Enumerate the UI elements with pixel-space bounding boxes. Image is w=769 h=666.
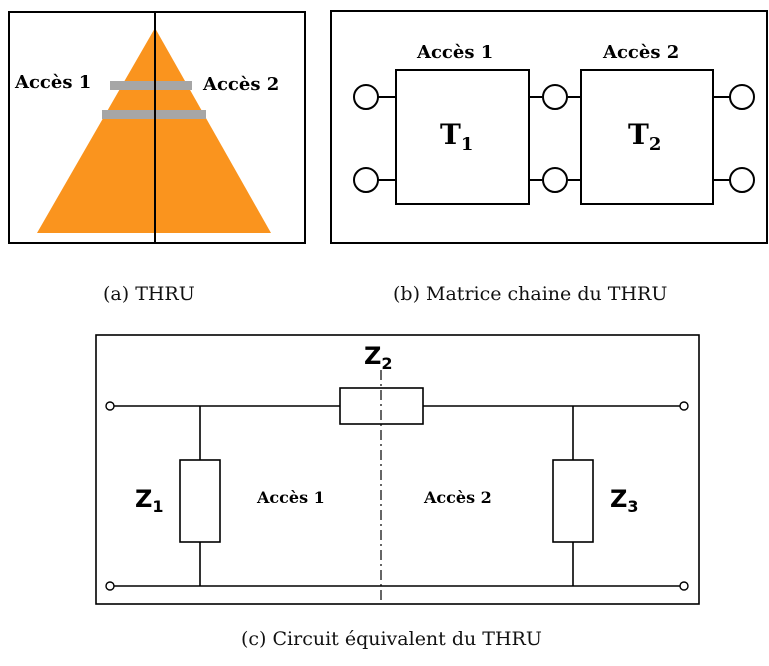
terminal-circle [542,167,568,193]
terminal-circle [353,167,379,193]
caption-c: (c) Circuit équivalent du THRU [241,628,542,650]
circuit-port2-label: Accès 2 [424,488,492,507]
terminal-circle [729,84,755,110]
thru-band-upper [110,81,192,90]
block-t1-label: T1 [440,118,474,155]
thru-port1-label: Accès 1 [14,72,93,93]
terminal-circle [542,84,568,110]
circuit-port1-label: Accès 1 [257,488,325,507]
z1-label: Z1 [135,485,164,516]
block-t2-label: T2 [628,118,662,155]
terminal-circle [729,167,755,193]
chain-port2-label: Accès 2 [603,42,680,63]
chain-matrix-diagram [330,10,768,244]
block-t1 [395,69,530,205]
caption-a: (a) THRU [103,283,195,305]
panel-c-frame [95,334,700,605]
impedance-z3 [552,459,594,543]
block-t2 [580,69,714,205]
z2-label: Z2 [364,342,393,373]
caption-b: (b) Matrice chaine du THRU [393,283,668,305]
impedance-z1 [179,459,221,543]
z3-label: Z3 [610,485,639,516]
panel-b-frame [330,10,768,244]
terminal-circle [353,84,379,110]
equivalent-circuit [95,334,700,605]
thru-port2-label: Accès 2 [202,74,281,95]
chain-port1-label: Accès 1 [417,42,494,63]
